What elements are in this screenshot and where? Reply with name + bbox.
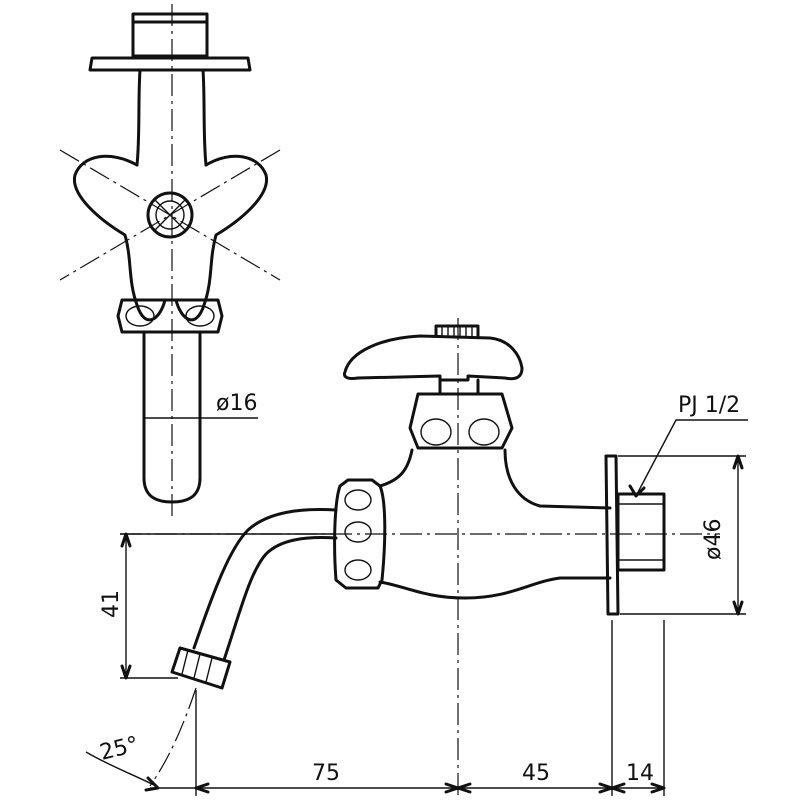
- dim-flange-length-label: 14: [626, 761, 654, 786]
- side-bonnet-hex: [408, 392, 514, 450]
- dim-thread-label: PJ 1/2: [678, 393, 740, 418]
- side-spout-tip-hatch: [181, 649, 213, 683]
- side-union: [333, 478, 387, 590]
- front-hex-nut: [116, 298, 224, 334]
- dim-drop-arrows: [120, 532, 132, 680]
- front-view: ø16: [59, 4, 281, 516]
- side-knob-knurl: [441, 326, 473, 336]
- dim-thread-arrow: [628, 484, 646, 498]
- dim-body-length-label: 45: [522, 761, 550, 786]
- dim-drop-label: 41: [99, 590, 124, 618]
- dim-horizontal-extension-lines: [195, 620, 665, 796]
- side-spout: [192, 508, 338, 662]
- dim-flange-label: ø46: [701, 519, 726, 560]
- front-handle-axis: [59, 149, 281, 281]
- front-neck: [135, 68, 208, 167]
- dim-thread-leader: [635, 419, 748, 497]
- dim-pipe-diameter-label: ø16: [216, 391, 257, 416]
- front-nut-face-left: [125, 305, 155, 327]
- side-view: PJ 1/2 ø46 41 25° 75 45 14: [85, 318, 748, 796]
- dim-flange-lines: [618, 455, 746, 615]
- dim-angle-label: 25°: [97, 732, 141, 766]
- side-thread-nipple: [616, 492, 666, 572]
- side-spout-axis: [149, 687, 197, 787]
- side-union-face-bottom: [344, 559, 372, 581]
- side-handle-knob: [434, 324, 480, 338]
- side-union-face-top: [344, 489, 372, 511]
- side-handle: [342, 334, 524, 382]
- dim-flange-arrows: [732, 454, 744, 616]
- side-body: [378, 448, 612, 600]
- front-hub-cross: [154, 199, 186, 231]
- side-spout-tip: [170, 646, 232, 690]
- side-thread-lines: [618, 503, 664, 561]
- front-top-nipple: [131, 12, 209, 58]
- dim-angle-arc: [85, 751, 157, 787]
- front-nut-face-right: [185, 305, 215, 327]
- front-handle-hub: [146, 191, 194, 239]
- side-bonnet-face-right: [468, 418, 500, 446]
- side-stem: [438, 378, 480, 396]
- dim-drop-lines: [120, 533, 336, 679]
- front-handle-hub-inner: [155, 200, 185, 230]
- dim-spout-length-label: 75: [312, 761, 340, 786]
- side-wall-flange: [604, 454, 620, 616]
- side-bonnet-face-left: [420, 418, 452, 446]
- front-flange-plate: [88, 56, 252, 72]
- side-union-face-mid: [344, 521, 372, 543]
- dim-horizontal-arrows: [194, 782, 666, 794]
